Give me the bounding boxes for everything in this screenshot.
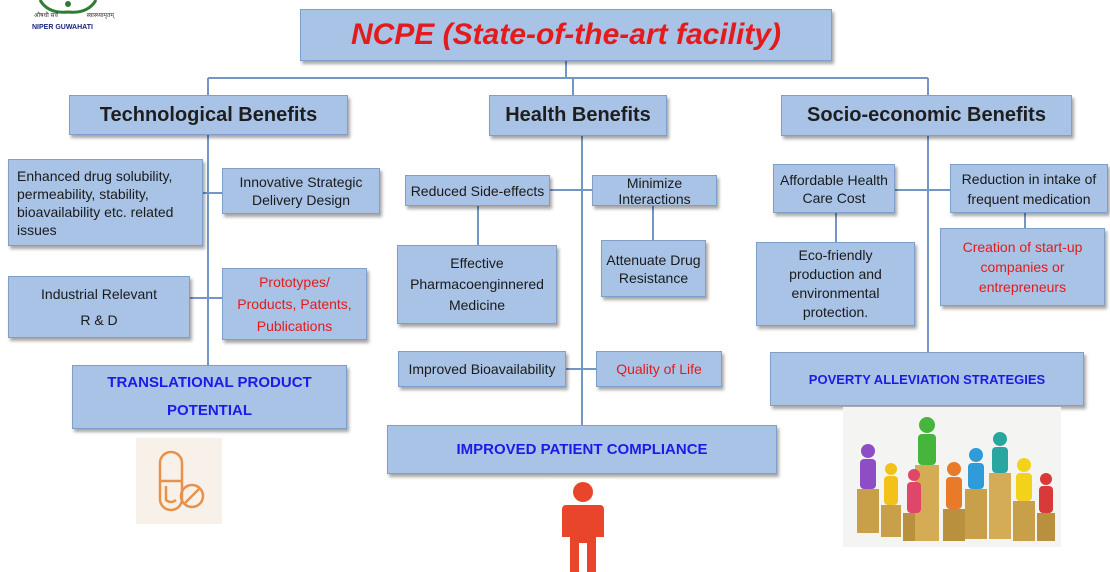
tech-heading: Technological Benefits (99, 103, 318, 126)
reduced-medication-box: Reduction in intake of frequent medicati… (950, 164, 1108, 213)
innovative-line-2: Delivery Design (251, 192, 351, 208)
attenuate-resistance-box: Attenuate Drug Resistance (601, 240, 706, 297)
poverty-alleviation-box: POVERTY ALLEVIATION STRATEGIES (770, 352, 1084, 406)
reduced-label: Reduced Side-effects (410, 182, 545, 199)
eco-friendly-box: Eco-friendly production and environmenta… (756, 242, 915, 326)
eco-line-4: protection. (802, 304, 869, 320)
minimize-interactions-box: Minimize Interactions (592, 174, 717, 207)
health-heading: Health Benefits (505, 104, 651, 126)
effective-line-1: Effective (450, 255, 504, 271)
translational-line-2: POTENTIAL (167, 402, 252, 419)
people-figures (860, 417, 1053, 513)
industrial-rd-box: Industrial Relevant R & D (8, 276, 190, 338)
effective-medicine-box: Effective Pharmacoenginnered Medicine (397, 245, 557, 324)
drug-line-4: issues (17, 221, 57, 238)
industrial-line-1: Industrial Relevant (41, 286, 157, 302)
prototypes-box: Prototypes/ Products, Patents, Publicati… (222, 268, 367, 340)
prototypes-line-1: Prototypes/ (259, 274, 330, 290)
reduced-side-effects-box: Reduced Side-effects (405, 175, 550, 206)
startup-line-1: Creation of start-up (962, 239, 1083, 255)
innovative-design-box: Innovative Strategic Delivery Design (222, 168, 380, 214)
pill-capsule-icon (136, 438, 222, 524)
minimize-label: Minimize Interactions (618, 174, 691, 207)
industrial-line-2: R & D (80, 312, 118, 328)
quality-of-life-box: Quality of Life (596, 351, 722, 387)
attenuate-line-1: Attenuate Drug (606, 251, 701, 268)
eco-line-1: Eco-friendly (798, 247, 873, 263)
prototypes-line-3: Publications (256, 318, 333, 334)
drug-issues-box: Enhanced drug solubility, permeability, … (8, 159, 203, 246)
startup-box: Creation of start-up companies or entrep… (940, 228, 1105, 306)
quality-label: Quality of Life (616, 361, 702, 377)
translational-line-1: TRANSLATIONAL PRODUCT (107, 374, 312, 391)
drug-line-3: bioavailability etc. related (17, 203, 174, 220)
patient-compliance-box: IMPROVED PATIENT COMPLIANCE (387, 425, 777, 474)
logo-text-right: स्वास्थ्यामृतम् (86, 13, 114, 19)
title-box: NCPE (State-of-the-art facility) (300, 9, 832, 61)
reduction-line-2: frequent medication (967, 190, 1091, 207)
effective-line-2: Pharmacoenginnered (410, 276, 544, 292)
attenuate-line-2: Resistance (618, 269, 689, 286)
niper-logo: औषधी सर्व स्वास्थ्यामृतम् NIPER GUWAHATI (10, 0, 126, 36)
poverty-label: POVERTY ALLEVIATION STRATEGIES (808, 371, 1046, 387)
compliance-label: IMPROVED PATIENT COMPLIANCE (456, 441, 708, 458)
eco-line-2: production and (789, 266, 882, 282)
tech-heading-box: Technological Benefits (69, 95, 348, 135)
translational-box: TRANSLATIONAL PRODUCT POTENTIAL (72, 365, 347, 429)
affordable-cost-box: Affordable Health Care Cost (773, 164, 895, 213)
person-icon (549, 479, 617, 572)
innovative-line-1: Innovative Strategic (239, 174, 363, 190)
affordable-line-2: Care Cost (802, 189, 866, 206)
socio-heading: Socio-economic Benefits (807, 104, 1046, 126)
improved-bioavailability-box: Improved Bioavailability (398, 351, 566, 387)
reduction-line-1: Reduction in intake of (961, 170, 1097, 187)
logo-name: NIPER GUWAHATI (32, 24, 93, 31)
startup-line-2: companies or (980, 259, 1065, 275)
people-on-coins-illustration (843, 407, 1061, 547)
logo-emblem-icon (38, 0, 98, 14)
eco-line-3: environmental (791, 285, 880, 301)
socio-heading-box: Socio-economic Benefits (781, 95, 1072, 136)
drug-line-2: permeability, stability, (17, 185, 149, 202)
startup-line-3: entrepreneurs (978, 279, 1067, 295)
effective-line-3: Medicine (448, 297, 506, 313)
logo-text-left: औषधी सर्व (34, 13, 58, 19)
affordable-line-1: Affordable Health (780, 171, 888, 188)
bioavail-label: Improved Bioavailability (408, 361, 556, 377)
health-heading-box: Health Benefits (489, 95, 667, 136)
prototypes-line-2: Products, Patents, (237, 296, 352, 312)
drug-line-1: Enhanced drug solubility, (17, 167, 173, 184)
title-text: NCPE (State-of-the-art facility) (350, 18, 782, 51)
